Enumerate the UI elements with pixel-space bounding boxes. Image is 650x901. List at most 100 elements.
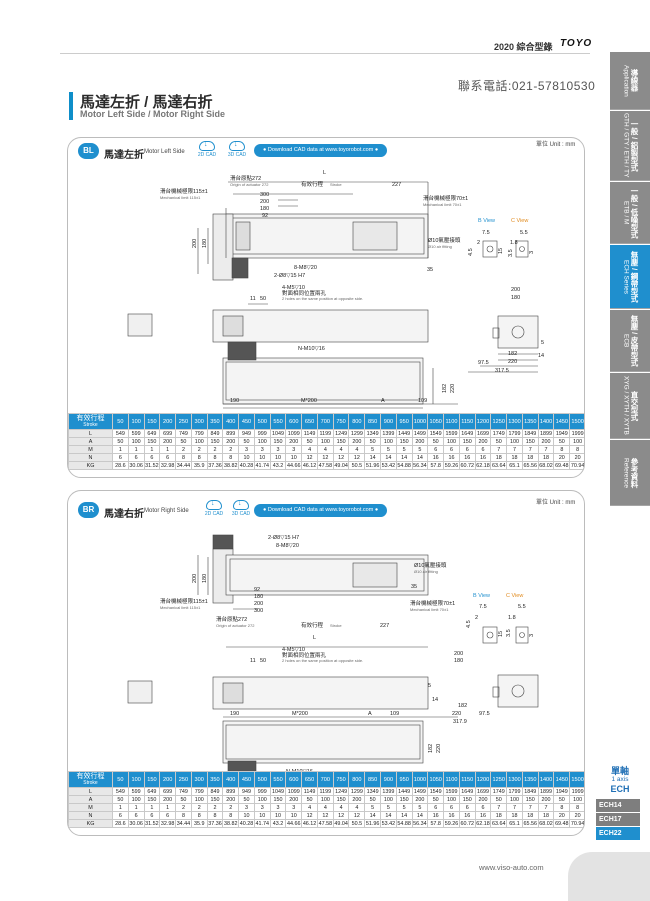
cloud-download-icon [233,500,249,510]
spec-cell: 16 [443,453,460,462]
spec-cell: 1849 [521,429,539,438]
spec-cell: 7 [537,445,555,454]
spec-cell: 8 [553,803,571,812]
cad-2d-link[interactable]: 2D CAD [203,500,225,517]
spec-cell: 18 [490,811,508,820]
svg-text:Ø10 air fitting: Ø10 air fitting [414,569,438,574]
cad-3d-link[interactable]: 3D CAD [230,500,252,517]
svg-text:190: 190 [230,398,239,404]
spec-cell: 41.74 [253,819,271,828]
download-cad-button[interactable]: ● Download CAD data at www.toyorobot.com… [254,504,388,517]
spec-cell: 28.6 [112,461,129,470]
svg-text:3: 3 [529,634,535,637]
model-ech17[interactable]: ECH17 [596,813,640,826]
footer-url[interactable]: www.viso-auto.com [479,863,544,872]
origin-label: 滑台原點272 [216,615,247,623]
svg-text:14: 14 [432,697,438,703]
spec-cell: 100 [569,795,584,804]
stroke-value: 800 [348,771,366,788]
holes-pin: 2-Ø8▽15 H7 [268,535,299,541]
spec-cell: 69.48 [553,461,571,470]
row-label: M [68,803,113,812]
model-ech22[interactable]: ECH22 [596,827,640,840]
spec-cell: 1149 [301,429,318,438]
spec-cell: 100 [190,437,208,446]
model-ech14[interactable]: ECH14 [596,799,640,812]
svg-text:2 holes on the same position a: 2 holes on the same position at opposite… [282,296,363,301]
svg-text:4.5: 4.5 [466,620,472,628]
spec-cell: 1299 [348,429,366,438]
svg-text:Origin of actuator 272: Origin of actuator 272 [216,623,255,628]
svg-text:220: 220 [452,711,461,717]
spec-cell: 50 [112,437,129,446]
spec-cell: 62.18 [474,461,492,470]
spec-cell: 38.82 [222,461,240,470]
spec-cell: 8 [175,811,192,820]
section-subtitle: Motor Left Side [144,149,185,155]
svg-text:5: 5 [428,683,431,689]
stroke-value: 900 [380,771,397,788]
stroke-value: 300 [190,413,208,430]
spec-cell: 20 [553,453,571,462]
svg-text:對面相同位置兩孔: 對面相同位置兩孔 [282,651,327,659]
spec-cell: 1149 [301,787,318,796]
spec-cell: 849 [206,787,224,796]
download-cad-button[interactable]: ● Download CAD data at www.toyorobot.com… [254,144,388,157]
spec-cell: 6 [159,453,177,462]
spec-cell: 549 [112,787,129,796]
spec-cell: 40.28 [238,819,255,828]
m10-holes: N-M10▽16 [298,346,325,352]
stroke-value: 550 [269,771,287,788]
svg-text:300: 300 [254,608,263,614]
row-label: N [68,453,113,462]
spec-cell: 8 [175,453,192,462]
cad-2d-link[interactable]: 2D CAD [196,141,218,158]
svg-text:92: 92 [254,587,260,593]
spec-cell: 949 [238,429,255,438]
air-fitting-label: Ø10氣壓接頭 [414,561,447,569]
stroke-value: 1000 [411,413,429,430]
spec-cell: 749 [175,787,192,796]
spec-cell: 100 [253,795,271,804]
spec-cell: 50 [553,795,571,804]
spec-cell: 1049 [269,787,287,796]
spec-cell: 6 [143,811,161,820]
stroke-value: 700 [316,413,334,430]
stroke-value: 1400 [537,771,555,788]
spec-cell: 1599 [443,429,460,438]
spec-cell: 63.64 [490,819,508,828]
spec-cell: 4 [332,803,350,812]
svg-text:2: 2 [475,615,478,621]
spec-cell: 200 [159,437,177,446]
stroke-value: 150 [143,413,161,430]
svg-text:2 holes on the same position a: 2 holes on the same position at opposite… [282,658,363,663]
spec-cell: 8 [569,803,584,812]
spec-cell: 6 [427,803,445,812]
svg-text:Mechanical limit 70±1: Mechanical limit 70±1 [423,202,462,207]
cad-3d-link[interactable]: 3D CAD [226,141,248,158]
spec-cell: 150 [143,795,161,804]
spec-cell: 50 [427,795,445,804]
stroke-value: 1300 [506,771,523,788]
cloud-download-icon [206,500,222,510]
stroke-value: 650 [301,771,318,788]
spec-cell: 200 [537,795,555,804]
spec-cell: 8 [206,811,224,820]
spec-cell: 54.88 [395,819,413,828]
spec-cell: 1599 [443,787,460,796]
svg-text:1.8: 1.8 [510,240,518,246]
spec-cell: 749 [175,429,192,438]
spec-cell: 16 [458,811,476,820]
stroke-value: 750 [332,771,350,788]
